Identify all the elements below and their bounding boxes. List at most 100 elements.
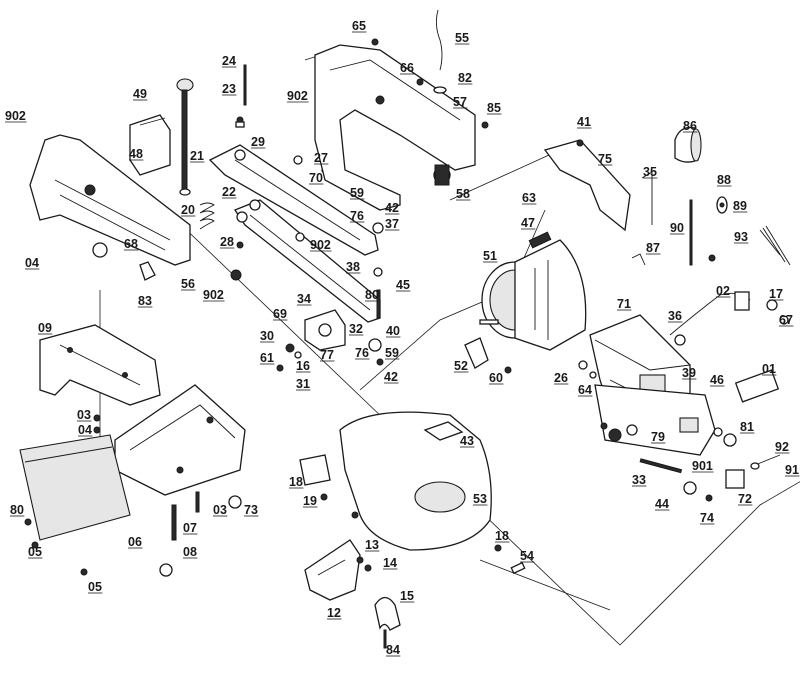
callout-label-66: 66 [400,61,414,75]
callout-label-15: 15 [400,589,414,603]
callout-label-59b: 59 [385,346,399,360]
callout-label-28: 28 [220,235,234,249]
callout-label-63: 63 [522,191,536,205]
cap-86 [674,126,702,163]
callout-label-01: 01 [762,362,776,376]
callout-label-24: 24 [222,54,236,68]
callout-label-901: 901 [692,459,713,473]
table-hardware [299,454,526,575]
callout-label-45: 45 [396,278,410,292]
rods-35-90-93 [631,171,791,266]
callout-label-16: 16 [296,359,310,373]
upper-arm-left [29,134,191,281]
part-48-block [129,114,171,176]
callout-label-85: 85 [487,101,501,115]
callout-label-82: 82 [458,71,472,85]
tilt-bracket-12 [304,511,372,601]
tension-rod [176,78,194,196]
callout-label-61: 61 [260,351,274,365]
callout-label-18a: 18 [289,475,303,489]
callout-label-18b: 18 [495,529,509,543]
callout-label-59a: 59 [350,186,364,200]
callout-label-07: 07 [183,521,197,535]
callout-label-65: 65 [352,19,366,33]
callout-label-902d: 902 [203,288,224,302]
callout-label-35: 35 [643,165,657,179]
upper-c-frame [314,9,489,211]
callout-label-19: 19 [303,494,317,508]
callout-label-04b: 04 [78,423,92,437]
callout-label-54: 54 [520,549,534,563]
callout-label-74: 74 [700,511,714,525]
callout-label-12: 12 [327,606,341,620]
callout-label-93: 93 [734,230,748,244]
callout-label-89: 89 [733,199,747,213]
blade-clamp-assembly [276,289,384,372]
callout-label-56: 56 [181,277,195,291]
callout-label-32: 32 [349,322,363,336]
callout-label-902a: 902 [287,89,308,103]
front-cover-06 [19,434,131,541]
callout-label-80b: 80 [10,503,24,517]
callout-label-55: 55 [455,31,469,45]
callout-label-57: 57 [453,95,467,109]
callout-label-64: 64 [578,383,592,397]
callout-underlines [5,31,800,657]
callout-label-68: 68 [124,237,138,251]
callout-label-83: 83 [138,294,152,308]
callout-label-43: 43 [460,434,474,448]
callout-label-49: 49 [133,87,147,101]
callout-label-69: 69 [273,307,287,321]
callout-label-39: 39 [682,366,696,380]
callout-label-03b: 03 [213,503,227,517]
callout-label-08: 08 [183,545,197,559]
callout-label-77: 77 [320,348,334,362]
callout-label-26: 26 [554,371,568,385]
base-feet-hardware [24,414,242,577]
upper-parallel-arm [208,144,379,256]
callout-label-30: 30 [260,329,274,343]
callout-label-86: 86 [683,119,697,133]
callout-label-76a: 76 [350,209,364,223]
base-plate [114,384,246,496]
callout-label-40: 40 [386,324,400,338]
callout-label-29: 29 [251,135,265,149]
spring-20 [199,202,215,230]
callout-label-48: 48 [129,147,143,161]
switch-plate-39 [594,384,716,456]
switch-hardware [578,360,781,502]
callout-label-58: 58 [456,187,470,201]
motor-51 [479,231,587,351]
callout-label-902c: 902 [310,238,331,252]
callout-label-80a: 80 [365,288,379,302]
callout-label-04a: 04 [25,256,39,270]
callout-label-84: 84 [386,643,400,657]
callout-label-60: 60 [489,371,503,385]
callout-label-79: 79 [651,430,665,444]
callout-label-06: 06 [128,535,142,549]
callout-label-13: 13 [365,538,379,552]
callout-label-75: 75 [598,152,612,166]
callout-label-14: 14 [383,556,397,570]
callout-label-41: 41 [577,115,591,129]
base-frame-09 [39,324,161,406]
callout-label-37: 37 [385,217,399,231]
callout-label-72: 72 [738,492,752,506]
callout-label-20: 20 [181,203,195,217]
callout-label-91: 91 [785,463,799,477]
callout-label-902b: 902 [5,109,26,123]
power-cord-02 [669,291,789,346]
callout-label-71: 71 [617,297,631,311]
callout-label-67: 67 [779,313,793,327]
callout-label-23: 23 [222,82,236,96]
cover-75 [543,139,631,232]
callout-label-88: 88 [717,173,731,187]
callout-label-42a: 42 [385,201,399,215]
callout-label-46: 46 [710,373,724,387]
callout-label-52: 52 [454,359,468,373]
small-parts-88-89 [716,196,728,214]
callout-label-33: 33 [632,473,646,487]
